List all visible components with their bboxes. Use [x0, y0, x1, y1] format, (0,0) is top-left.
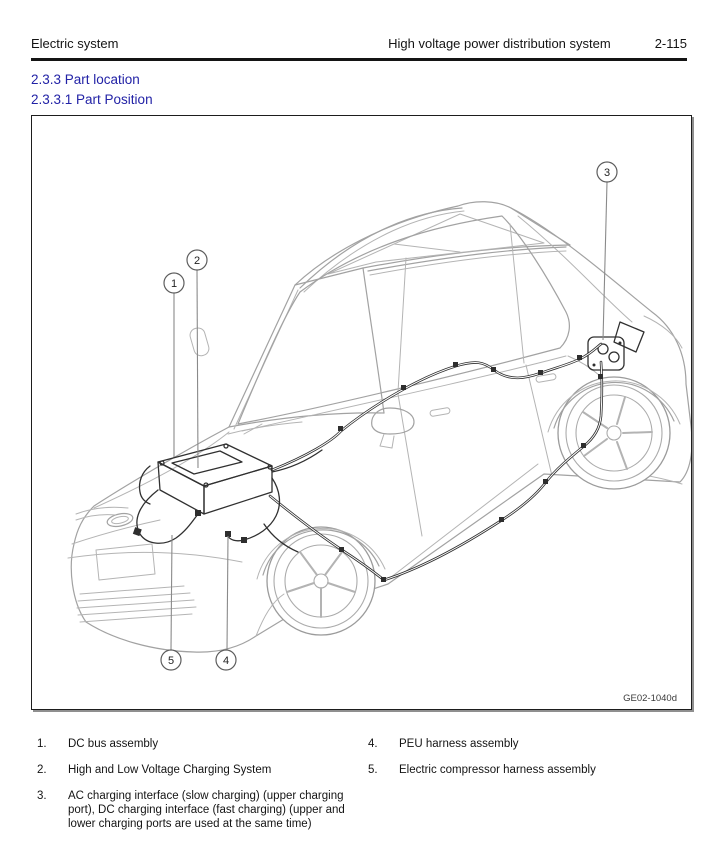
- legend-item-2-number: 2.: [37, 764, 47, 776]
- heading-part-position: 2.3.3.1 Part Position: [31, 92, 153, 107]
- legend-item-1: 1. DC bus assembly: [37, 737, 368, 751]
- leader-line-4: [226, 535, 229, 651]
- callout-2: 2: [186, 249, 208, 271]
- callout-4: 4: [215, 649, 237, 671]
- parts-legend: 1. DC bus assembly 2. High and Low Volta…: [37, 737, 699, 843]
- legend-item-5-label: Electric compressor harness assembly: [399, 764, 596, 776]
- vehicle-diagram: 1 2 3 4 5 GE02-1040d: [67, 161, 691, 704]
- leader-line-3: [602, 181, 608, 341]
- callout-3-number: 3: [604, 167, 610, 179]
- callout-4-number: 4: [223, 655, 229, 667]
- callout-1-number: 1: [171, 278, 177, 290]
- header-divider: [31, 58, 687, 61]
- side-mirror: [371, 407, 415, 449]
- header-chapter-title: High voltage power distribution system: [388, 36, 611, 51]
- legend-item-4-number: 4.: [368, 738, 378, 750]
- leader-line-5: [170, 534, 173, 651]
- page-header: Electric system High voltage power distr…: [31, 36, 687, 51]
- high-voltage-harness: [268, 342, 604, 582]
- legend-item-4-label: PEU harness assembly: [399, 738, 519, 750]
- legend-item-4: 4. PEU harness assembly: [368, 737, 699, 751]
- front-fascia: [75, 506, 285, 637]
- legend-column-left: 1. DC bus assembly 2. High and Low Volta…: [37, 737, 368, 843]
- peu-harness: [225, 477, 299, 553]
- figure-code: GE02-1040d: [623, 693, 677, 704]
- legend-item-1-label: DC bus assembly: [68, 738, 159, 750]
- header-section-label: Electric system: [31, 36, 119, 51]
- leader-line-2: [196, 269, 199, 469]
- side-glass-and-doors: [189, 215, 570, 537]
- callout-leader-lines: [170, 181, 608, 651]
- charge-port: [587, 321, 645, 371]
- legend-item-2-label: High and Low Voltage Charging System: [68, 764, 272, 776]
- legend-item-3-label: AC charging interface (slow charging) (u…: [68, 790, 345, 830]
- legend-item-1-number: 1.: [37, 738, 47, 750]
- header-page-number: 2-115: [654, 36, 687, 51]
- roof-and-sunroof: [299, 207, 567, 293]
- callout-2-number: 2: [194, 255, 200, 267]
- legend-item-3: 3. AC charging interface (slow charging)…: [37, 789, 368, 831]
- legend-item-2: 2. High and Low Voltage Charging System: [37, 763, 368, 777]
- legend-item-5-number: 5.: [368, 764, 378, 776]
- rear-wheel: [547, 376, 681, 490]
- callout-5-number: 5: [168, 655, 174, 667]
- callout-5: 5: [160, 649, 182, 671]
- legend-item-3-number: 3.: [37, 790, 47, 802]
- callout-3: 3: [596, 161, 618, 183]
- legend-item-5: 5. Electric compressor harness assembly: [368, 763, 699, 777]
- front-wheel: [256, 526, 386, 636]
- compressor-harness: [132, 489, 201, 544]
- figure-frame: 1 2 3 4 5 GE02-1040d: [31, 115, 692, 710]
- heading-part-location: 2.3.3 Part location: [31, 72, 140, 87]
- engine-bay-assembly: [138, 443, 323, 515]
- callout-1: 1: [163, 272, 185, 294]
- legend-column-right: 4. PEU harness assembly 5. Electric comp…: [368, 737, 699, 843]
